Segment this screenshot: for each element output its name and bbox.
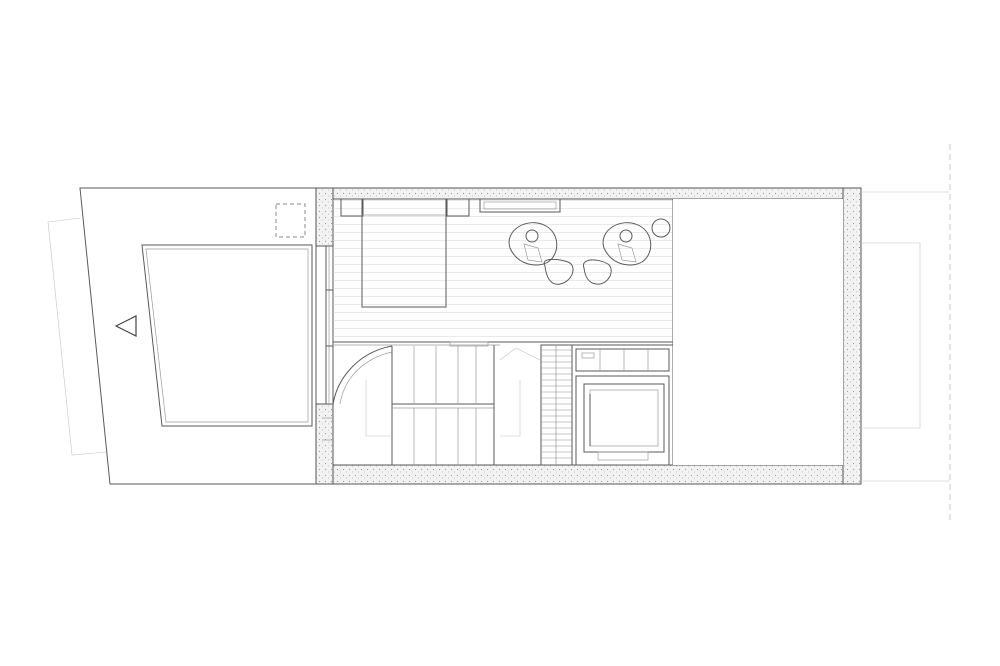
shelving [479,198,561,213]
bathtub [583,383,665,461]
side-table [651,218,671,238]
void [673,199,843,465]
bedroom [333,199,674,465]
skylight-dashed [275,203,306,238]
north-arrow-icon [114,315,137,337]
armchair [508,222,574,285]
roof-terrace [47,187,317,485]
stair-hall [332,341,541,465]
exterior-walls [315,187,862,485]
storage-closet [540,344,573,466]
armchair [582,222,652,285]
adjacent-structure [861,144,951,522]
double-bed [340,198,470,308]
